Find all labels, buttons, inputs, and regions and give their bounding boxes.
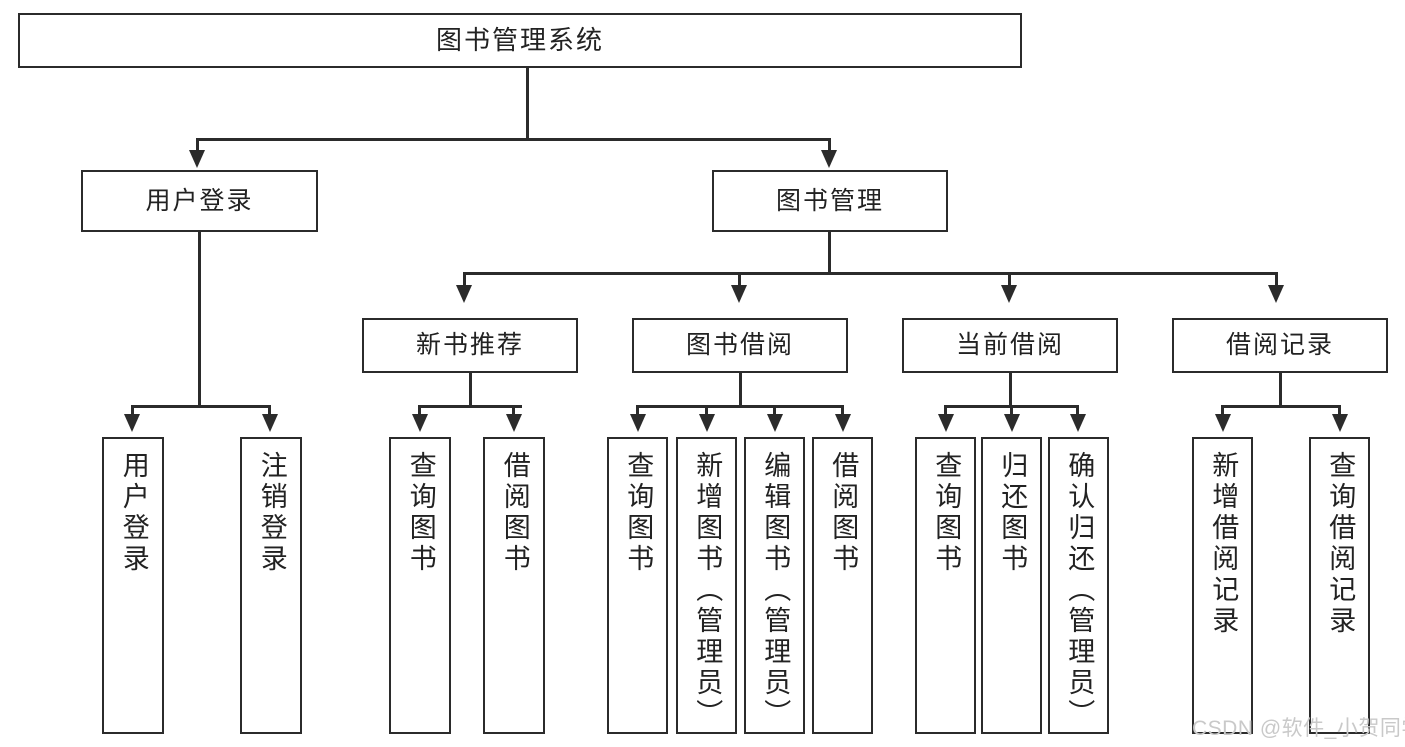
node-label: 当前借阅 — [955, 331, 1064, 359]
node-label: 编辑图书（管理员） — [760, 451, 791, 730]
arrow-to-leaf-query-book-nb — [412, 414, 428, 432]
node-leaf-borrow-book-recommend[interactable]: 借阅图书 — [483, 437, 545, 734]
connector-root-stem — [526, 68, 529, 140]
arrow-to-leaf-return-book — [1004, 414, 1020, 432]
node-leaf-return-book[interactable]: 归还图书 — [981, 437, 1042, 734]
node-leaf-query-book-current[interactable]: 查询图书 — [915, 437, 976, 734]
arrow-to-leaf-confirm-return — [1070, 414, 1086, 432]
node-label: 借阅图书 — [828, 451, 859, 575]
node-label: 借阅图书 — [499, 451, 530, 575]
connector-root-drop-user-login — [196, 138, 199, 156]
node-current-borrow[interactable]: 当前借阅 — [902, 318, 1118, 373]
connector-user-login-stem — [198, 232, 201, 408]
node-borrow-record[interactable]: 借阅记录 — [1172, 318, 1388, 373]
connector-book-manage-drop-4 — [1275, 272, 1278, 290]
node-label: 借阅记录 — [1225, 331, 1334, 359]
connector-root-drop-book-manage — [828, 138, 831, 156]
node-leaf-edit-book-admin[interactable]: 编辑图书（管理员） — [744, 437, 805, 734]
connector-book-borrow-bus — [636, 405, 844, 408]
node-label: 确认归还（管理员） — [1064, 451, 1095, 730]
node-label: 图书借阅 — [685, 331, 794, 359]
node-label: 图书管理系统 — [435, 25, 604, 56]
connector-borrow-record-stem — [1279, 373, 1282, 408]
arrow-to-leaf-query-book-cb — [938, 414, 954, 432]
arrow-to-leaf-user-login — [124, 414, 140, 432]
connector-book-borrow-stem — [739, 373, 742, 408]
arrow-to-borrow-record — [1268, 285, 1284, 303]
arrow-to-leaf-logout — [262, 414, 278, 432]
connector-current-borrow-stem — [1009, 373, 1012, 408]
node-book-management[interactable]: 图书管理 — [712, 170, 948, 232]
arrow-to-leaf-query-record — [1332, 414, 1348, 432]
node-leaf-query-book-recommend[interactable]: 查询图书 — [389, 437, 451, 734]
connector-borrow-record-drop-2 — [1338, 405, 1341, 418]
node-leaf-user-login[interactable]: 用户登录 — [102, 437, 164, 734]
node-label: 新增图书（管理员） — [692, 451, 723, 730]
connector-new-book-stem — [469, 373, 472, 408]
connector-book-manage-drop-1 — [463, 272, 466, 290]
node-label: 查询图书 — [931, 451, 962, 575]
node-leaf-add-book-admin[interactable]: 新增图书（管理员） — [676, 437, 737, 734]
connector-current-borrow-drop-1 — [944, 405, 947, 418]
node-label: 查询图书 — [405, 451, 436, 575]
node-label: 归还图书 — [997, 451, 1028, 575]
node-label: 查询借阅记录 — [1325, 451, 1356, 637]
connector-book-manage-stem — [828, 232, 831, 274]
node-label: 新增借阅记录 — [1208, 451, 1239, 637]
arrow-to-current-borrow — [1001, 285, 1017, 303]
connector-book-manage-bus — [463, 272, 1278, 275]
node-label: 用户登录 — [145, 186, 254, 215]
connector-new-book-drop-1 — [418, 405, 421, 418]
node-leaf-query-book-borrow[interactable]: 查询图书 — [607, 437, 668, 734]
arrow-to-leaf-borrow-book-nb — [506, 414, 522, 432]
node-label: 用户登录 — [118, 451, 149, 575]
connector-user-login-bus — [131, 405, 270, 408]
node-leaf-logout[interactable]: 注销登录 — [240, 437, 302, 734]
connector-new-book-bus — [418, 405, 522, 408]
connector-book-manage-drop-3 — [1008, 272, 1011, 290]
connector-book-borrow-drop-1 — [636, 405, 639, 418]
node-user-login[interactable]: 用户登录 — [81, 170, 318, 232]
node-label: 查询图书 — [623, 451, 654, 575]
node-label: 注销登录 — [256, 451, 287, 575]
connector-borrow-record-drop-1 — [1221, 405, 1224, 418]
arrow-to-leaf-add-record — [1215, 414, 1231, 432]
arrow-to-leaf-add-book — [699, 414, 715, 432]
node-book-borrow[interactable]: 图书借阅 — [632, 318, 848, 373]
connector-new-book-drop-2 — [512, 405, 515, 418]
arrow-to-book-manage — [821, 150, 837, 168]
arrow-to-book-borrow — [731, 285, 747, 303]
connector-book-borrow-drop-4 — [841, 405, 844, 418]
node-leaf-confirm-return-admin[interactable]: 确认归还（管理员） — [1048, 437, 1109, 734]
arrow-to-leaf-query-book-bb — [630, 414, 646, 432]
connector-borrow-record-bus — [1221, 405, 1341, 408]
connector-current-borrow-drop-3 — [1076, 405, 1079, 418]
connector-user-login-drop-2 — [268, 405, 271, 418]
arrow-to-leaf-edit-book — [767, 414, 783, 432]
node-root-system[interactable]: 图书管理系统 — [18, 13, 1022, 68]
node-label: 图书管理 — [775, 186, 884, 215]
arrow-to-user-login — [189, 150, 205, 168]
node-leaf-add-borrow-record[interactable]: 新增借阅记录 — [1192, 437, 1253, 734]
node-label: 新书推荐 — [415, 331, 524, 359]
node-leaf-query-borrow-record[interactable]: 查询借阅记录 — [1309, 437, 1370, 734]
connector-book-borrow-drop-2 — [705, 405, 708, 418]
connector-current-borrow-drop-2 — [1010, 405, 1013, 418]
node-new-book-recommend[interactable]: 新书推荐 — [362, 318, 578, 373]
connector-book-borrow-drop-3 — [773, 405, 776, 418]
connector-root-bus — [196, 138, 831, 141]
node-leaf-borrow-book[interactable]: 借阅图书 — [812, 437, 873, 734]
connector-user-login-drop-1 — [131, 405, 134, 418]
arrow-to-new-book-recommend — [456, 285, 472, 303]
connector-book-manage-drop-2 — [738, 272, 741, 290]
arrow-to-leaf-borrow-book-bb — [835, 414, 851, 432]
